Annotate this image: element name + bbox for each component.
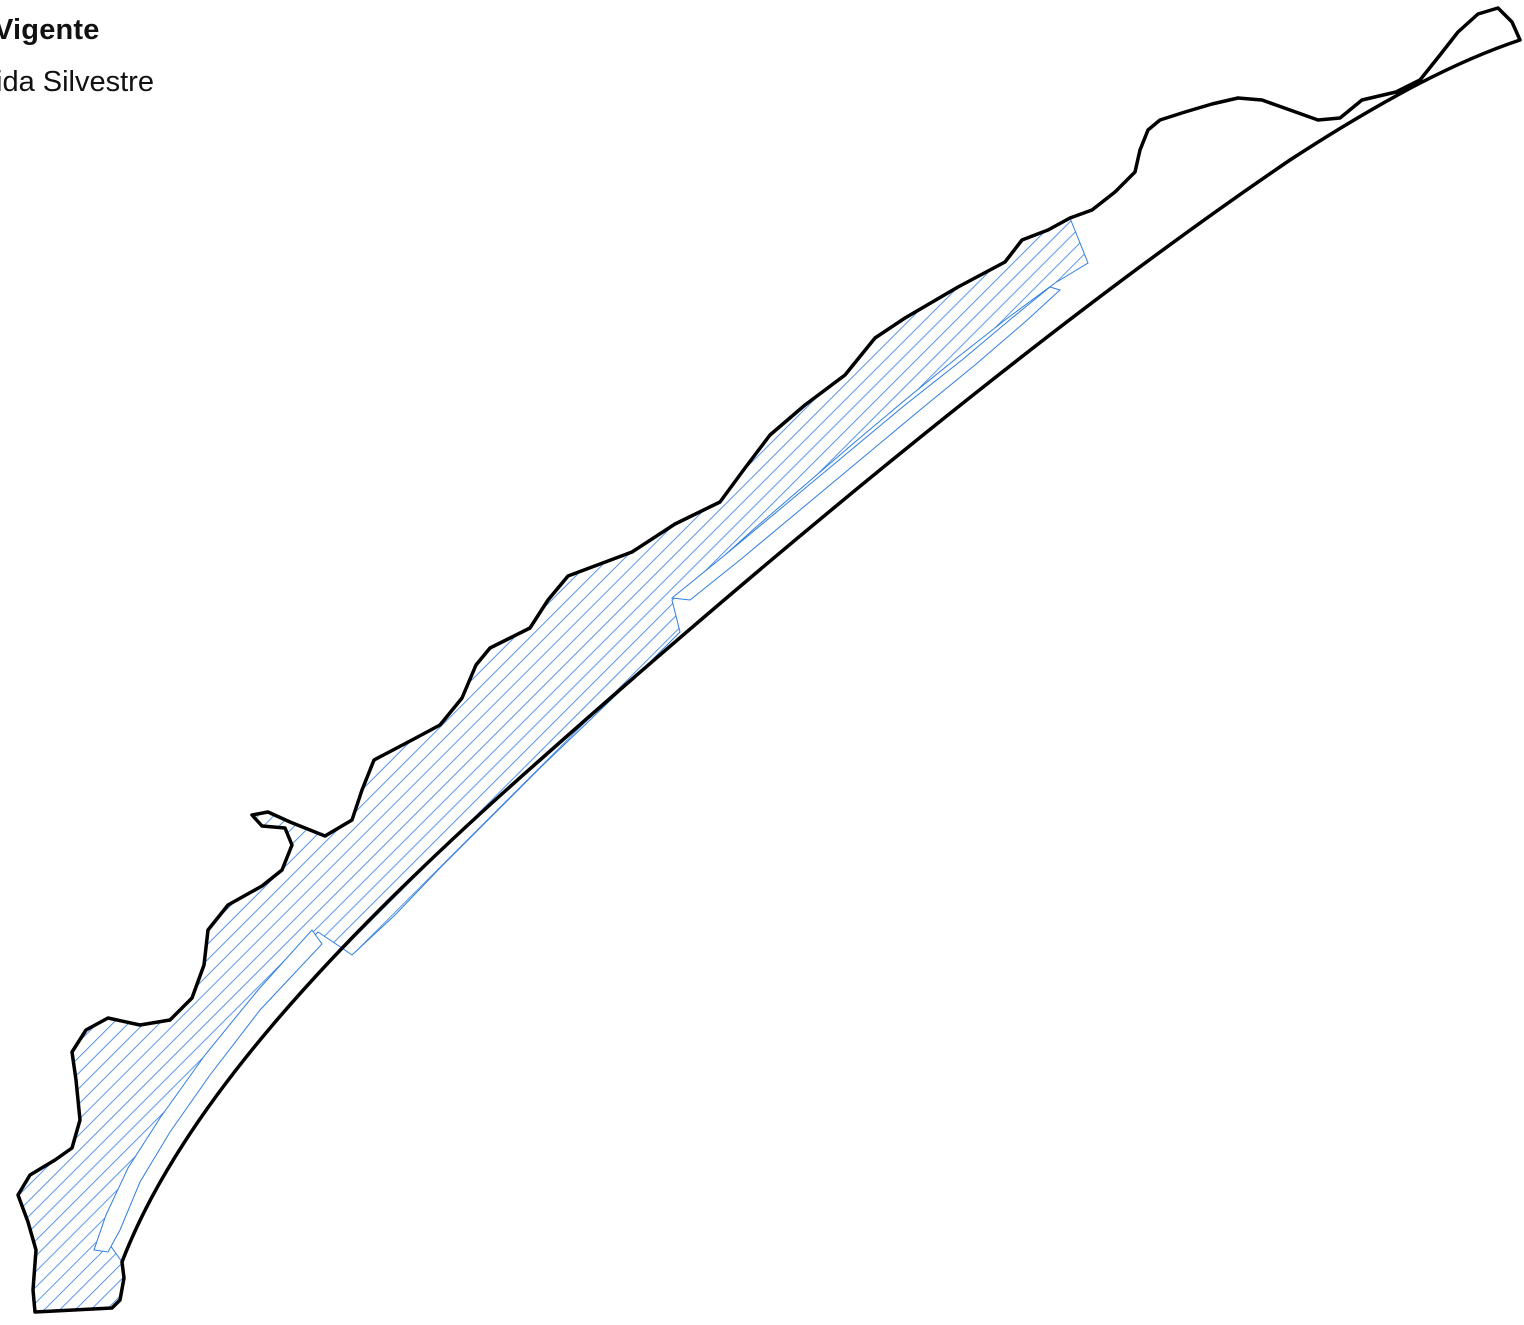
legend-subtitle: ida Silvestre <box>0 66 154 98</box>
unhatched-strip <box>670 286 1061 601</box>
legend-title: Vigente <box>0 14 100 46</box>
land-outline <box>16 6 1522 1314</box>
protected-zone-area <box>17 217 1089 1313</box>
unhatched-strip <box>93 929 323 1253</box>
